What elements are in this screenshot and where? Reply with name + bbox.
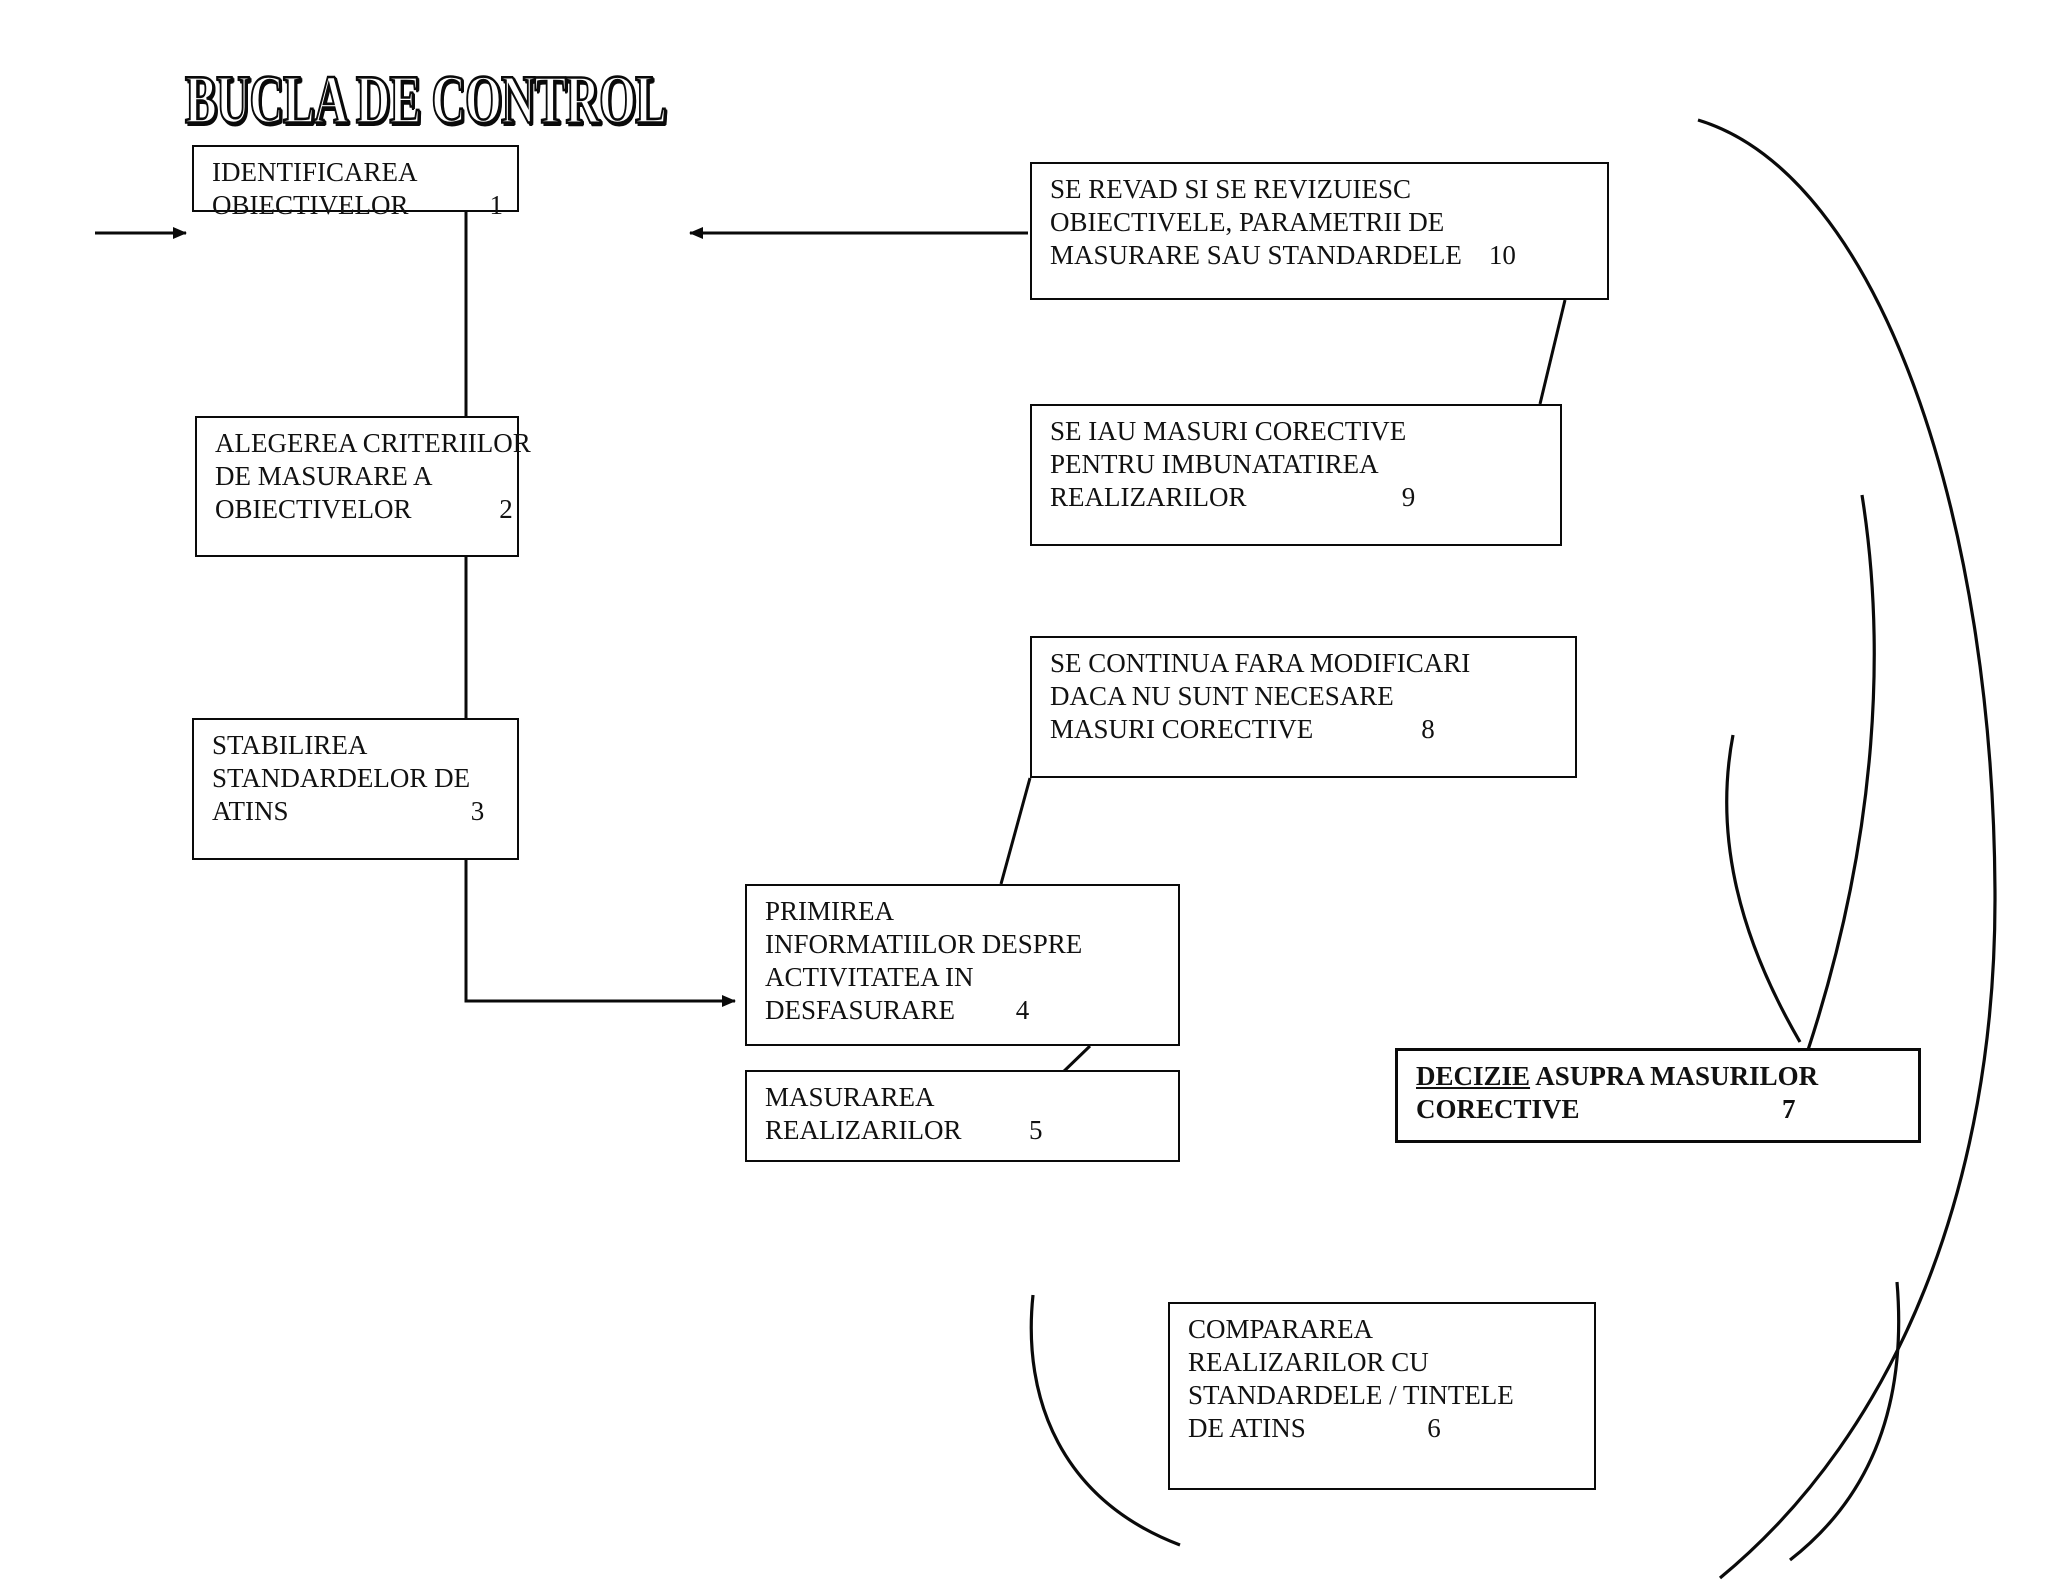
- node-text-line: SE CONTINUA FARA MODIFICARI: [1050, 648, 1471, 678]
- node-text-line: DACA NU SUNT NECESARE: [1050, 680, 1394, 711]
- node-text-line: MASURAREA: [765, 1082, 935, 1112]
- node-text-line: PRIMIREA: [765, 896, 895, 926]
- node-text-line: INFORMATIILOR DESPRE: [765, 928, 1083, 959]
- node-text-line: SE IAU MASURI CORECTIVE: [1050, 416, 1407, 446]
- node-text-line: SE REVAD SI SE REVIZUIESC: [1050, 174, 1412, 204]
- node-text-line: PENTRU IMBUNATATIREA: [1050, 448, 1379, 479]
- node-text-line: DESFASURARE 4: [765, 994, 1030, 1025]
- diagram-title: BUCLA DE CONTROL: [184, 60, 668, 139]
- node-text-line: CORECTIVE 7: [1416, 1093, 1796, 1124]
- node-text-line: REALIZARILOR 5: [765, 1114, 1043, 1145]
- node-text-line: OBIECTIVELE, PARAMETRII DE: [1050, 206, 1445, 237]
- bottom-right-return-curve: [1789, 1281, 1901, 1562]
- node-text-line: REALIZARILOR 9: [1050, 481, 1416, 512]
- node-text-line: MASURI CORECTIVE 8: [1050, 713, 1435, 744]
- node-text-line: IDENTIFICAREA: [212, 157, 418, 187]
- node-text-line: STANDARDELOR DE: [212, 762, 471, 793]
- node-text-line: STANDARDELE / TINTELE: [1188, 1379, 1514, 1410]
- node-text-line: DECIZIE ASUPRA MASURILOR: [1416, 1061, 1819, 1091]
- node-text-line: ALEGEREA CRITERIILOR: [215, 428, 531, 458]
- node-text-line: STABILIREA: [212, 730, 368, 760]
- node-text-line: OBIECTIVELOR 2: [215, 493, 513, 524]
- node-text-line: REALIZARILOR CU: [1188, 1346, 1429, 1377]
- node-text-line: OBIECTIVELOR 1: [212, 189, 503, 220]
- underlined-keyword: DECIZIE: [1416, 1061, 1531, 1091]
- node-text-line: DE ATINS 6: [1188, 1412, 1441, 1443]
- edge-node-9-to-node-10: [1538, 299, 1567, 405]
- inner-loop-curve-right: [1806, 494, 1876, 1051]
- node-text-line: ATINS 3: [212, 795, 485, 826]
- node-text-line: ACTIVITATEA IN: [765, 961, 974, 992]
- inner-loop-curve-left: [1725, 734, 1802, 1043]
- node-text-line: DE MASURARE A: [215, 460, 433, 491]
- node-text-line: COMPARAREA: [1188, 1314, 1374, 1344]
- outer-loop-curve-outer: [1697, 118, 1997, 1580]
- edge-node-3-to-node-4: [464, 860, 736, 1007]
- edge-node-4-to-node-8: [999, 777, 1032, 885]
- node-text-line: MASURARE SAU STANDARDELE 10: [1050, 239, 1516, 270]
- bottom-left-return-curve: [1029, 1294, 1181, 1547]
